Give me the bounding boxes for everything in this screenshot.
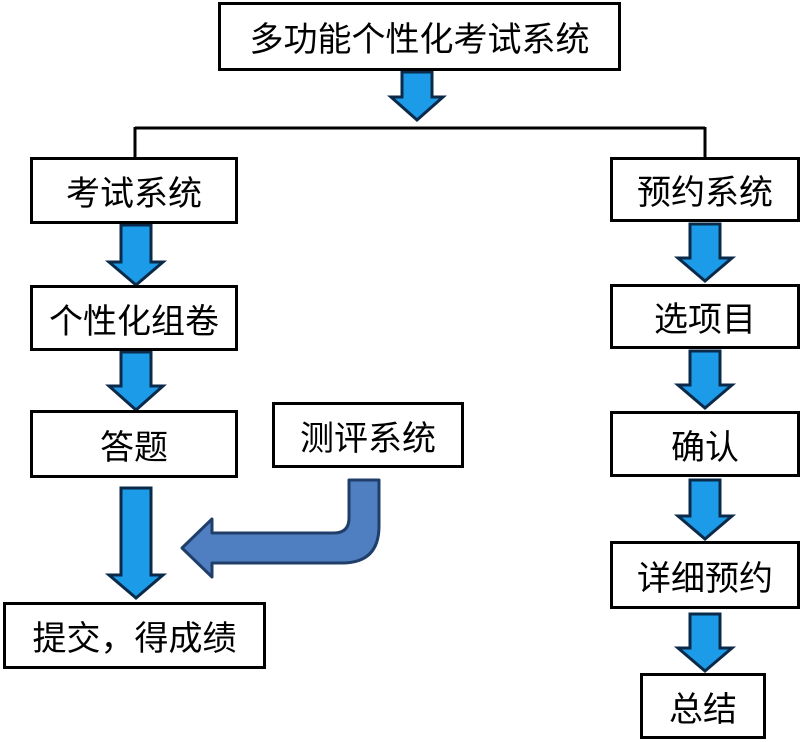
arrow-down-title bbox=[387, 70, 447, 123]
arrow-down-reserve-3 bbox=[673, 478, 737, 541]
main-title: 多功能个性化考试系统 bbox=[249, 20, 590, 60]
reservation-step-box: 选项目 bbox=[610, 284, 800, 349]
arrow-down-exam-2 bbox=[105, 350, 167, 413]
reservation-system-box: 预约系统 bbox=[610, 157, 800, 222]
reservation-step-label: 选项目 bbox=[654, 300, 756, 340]
exam-step-label: 个性化组卷 bbox=[49, 301, 219, 342]
arrow-down-reserve-4 bbox=[673, 612, 737, 673]
evaluation-system-label: 测评系统 bbox=[300, 418, 436, 459]
exam-step-box: 答题 bbox=[30, 410, 238, 478]
exam-step-box: 提交，得成绩 bbox=[3, 602, 266, 669]
reservation-step-label: 总结 bbox=[669, 689, 737, 730]
arrow-down-exam-3 bbox=[104, 486, 168, 600]
exam-step-box: 个性化组卷 bbox=[30, 285, 238, 351]
reservation-step-box: 总结 bbox=[640, 673, 766, 739]
reservation-step-box: 确认 bbox=[610, 411, 800, 477]
arrow-down-reserve-1 bbox=[673, 222, 737, 283]
exam-step-label: 提交，得成绩 bbox=[32, 619, 237, 659]
exam-system-box: 考试系统 bbox=[30, 157, 238, 224]
arrow-down-exam-1 bbox=[104, 223, 168, 287]
evaluation-system-box: 测评系统 bbox=[272, 402, 464, 468]
reservation-step-label: 详细预约 bbox=[637, 558, 773, 599]
reservation-step-label: 确认 bbox=[671, 427, 739, 468]
arrow-down-reserve-2 bbox=[673, 349, 737, 410]
feedback-arrow bbox=[180, 478, 381, 579]
reservation-system-label: 预约系统 bbox=[637, 173, 773, 213]
exam-system-label: 考试系统 bbox=[66, 174, 202, 214]
reservation-step-box: 详细预约 bbox=[610, 541, 800, 609]
main-title-box: 多功能个性化考试系统 bbox=[218, 2, 621, 71]
exam-step-label: 答题 bbox=[100, 427, 168, 468]
